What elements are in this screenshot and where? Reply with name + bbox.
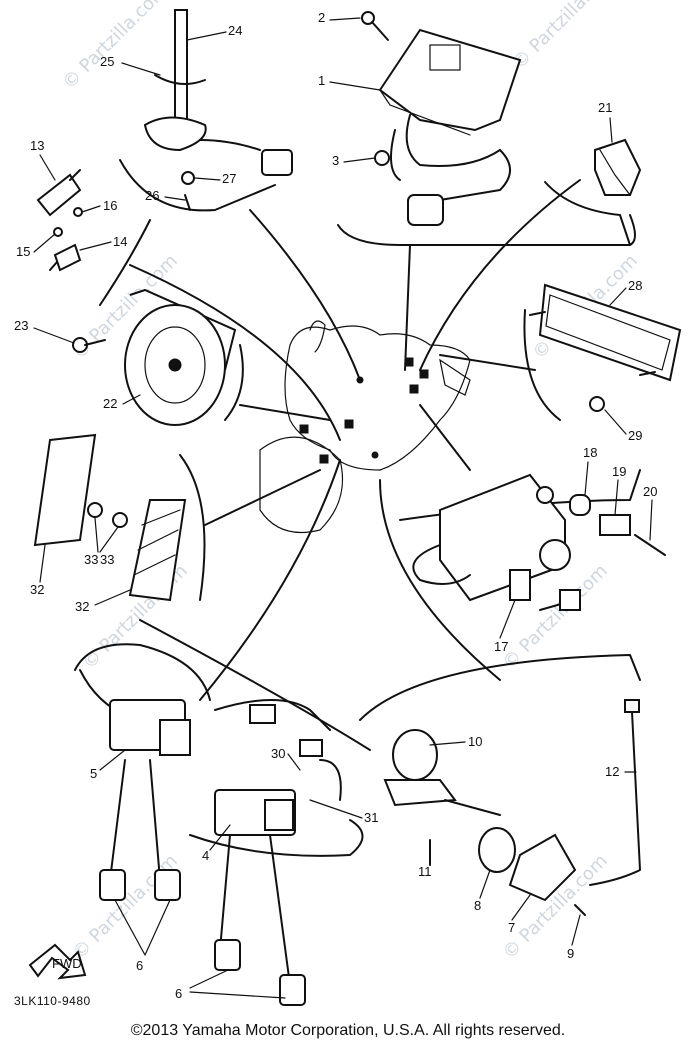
- label-32b: 32: [75, 599, 89, 614]
- label-13: 13: [30, 138, 44, 153]
- label-15: 15: [16, 244, 30, 259]
- label-14: 14: [113, 234, 127, 249]
- label-12: 12: [605, 764, 619, 779]
- relay-21: [594, 138, 642, 196]
- label-6a: 6: [136, 958, 143, 973]
- front-arrow: FWD: [28, 943, 87, 980]
- label-29: 29: [628, 428, 642, 443]
- label-25: 25: [100, 54, 114, 69]
- nut-3: [374, 150, 390, 166]
- label-5: 5: [90, 766, 97, 781]
- watermark: © Partzilla.com: [69, 850, 182, 963]
- reflector-32: [33, 433, 187, 602]
- label-26: 26: [145, 188, 159, 203]
- horn-22: [72, 288, 237, 426]
- diagram-code: 3LK110-9480: [14, 994, 91, 1008]
- label-20: 20: [643, 484, 657, 499]
- screw-2: [361, 11, 389, 41]
- lamp-28: [529, 283, 682, 412]
- part-labels: 1 2 3 4 5 6 6 7 8 9 10 11 12 13 14 15 16…: [14, 10, 657, 1001]
- switch-13: [36, 169, 83, 272]
- label-24: 24: [228, 23, 242, 38]
- label-2: 2: [318, 10, 325, 25]
- starter-relay-17: [412, 473, 666, 611]
- starter-10: [383, 729, 501, 866]
- label-30: 30: [271, 746, 285, 761]
- label-33a: 33: [84, 552, 98, 567]
- label-32a: 32: [30, 582, 44, 597]
- label-8: 8: [474, 898, 481, 913]
- label-33b: 33: [100, 552, 114, 567]
- front-arrow-label: FWD: [52, 956, 82, 971]
- label-4: 4: [202, 848, 209, 863]
- ignition-coils: [74, 643, 364, 1006]
- label-23: 23: [14, 318, 28, 333]
- label-31: 31: [364, 810, 378, 825]
- label-3: 3: [332, 153, 339, 168]
- label-16: 16: [103, 198, 117, 213]
- label-19: 19: [612, 464, 626, 479]
- label-7: 7: [508, 920, 515, 935]
- label-6b: 6: [175, 986, 182, 1001]
- label-21: 21: [598, 100, 612, 115]
- watermark: © Partzilla.com: [509, 0, 622, 74]
- leader-arcs: [129, 179, 581, 701]
- copyright-text: ©2013 Yamaha Motor Corporation, U.S.A. A…: [130, 1022, 566, 1039]
- label-9: 9: [567, 946, 574, 961]
- label-11: 11: [418, 864, 432, 879]
- label-27: 27: [222, 171, 236, 186]
- fuel-sender: [143, 9, 293, 211]
- cdi-unit: [378, 28, 522, 226]
- label-22: 22: [103, 396, 117, 411]
- label-17: 17: [494, 639, 508, 654]
- label-18: 18: [583, 445, 597, 460]
- frame-sketch: [259, 320, 471, 534]
- sensor-group: [478, 699, 641, 916]
- label-10: 10: [468, 734, 482, 749]
- watermark: © Partzilla.com: [59, 0, 172, 94]
- label-28: 28: [628, 278, 642, 293]
- label-1: 1: [318, 73, 325, 88]
- watermarks: © Partzilla.com © Partzilla.com © Partzi…: [59, 0, 642, 964]
